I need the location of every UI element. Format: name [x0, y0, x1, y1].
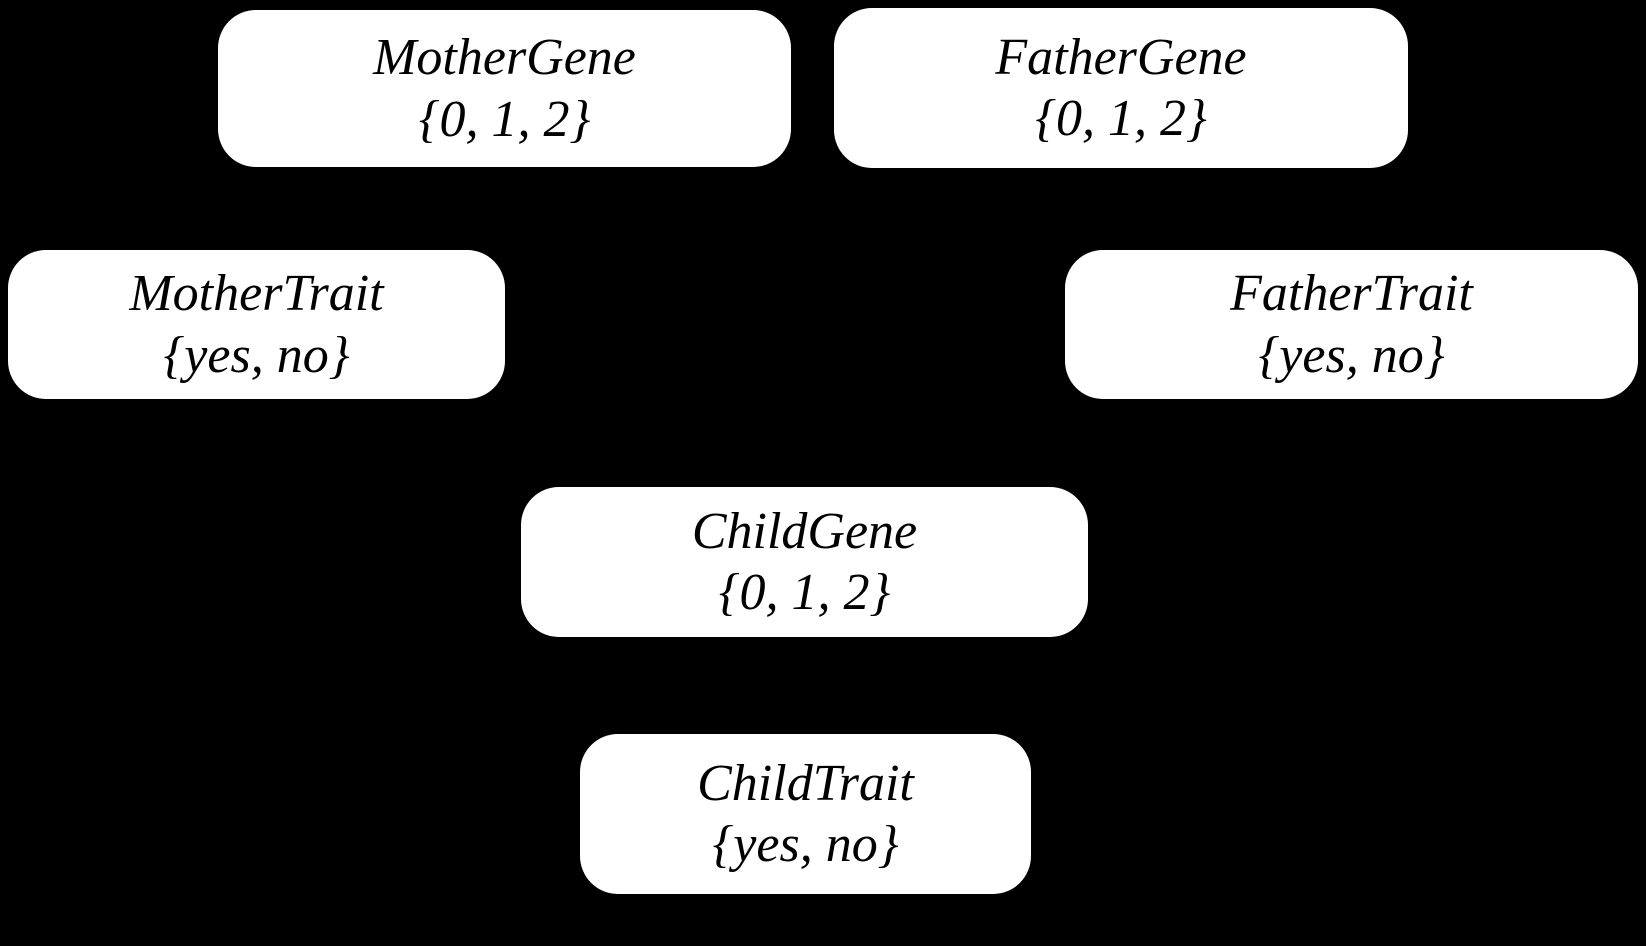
node-father-trait-domain: {yes, no} — [1258, 326, 1445, 384]
node-child-trait-domain: {yes, no} — [712, 816, 899, 873]
node-child-trait-label: ChildTrait — [697, 754, 914, 812]
node-child-gene-domain: {0, 1, 2} — [718, 564, 891, 621]
node-father-gene-domain: {0, 1, 2} — [1035, 90, 1207, 147]
node-mother-trait-domain: {yes, no} — [163, 326, 350, 384]
node-father-trait[interactable]: FatherTrait {yes, no} — [1065, 250, 1638, 399]
node-mother-gene-label: MotherGene — [373, 29, 636, 87]
node-father-gene[interactable]: FatherGene {0, 1, 2} — [834, 8, 1408, 168]
node-mother-trait[interactable]: MotherTrait {yes, no} — [8, 250, 505, 399]
node-child-gene-label: ChildGene — [691, 502, 918, 560]
node-mother-trait-label: MotherTrait — [129, 265, 384, 323]
node-child-gene[interactable]: ChildGene {0, 1, 2} — [521, 487, 1088, 637]
node-father-gene-label: FatherGene — [995, 28, 1247, 86]
node-child-trait[interactable]: ChildTrait {yes, no} — [580, 734, 1031, 894]
node-father-trait-label: FatherTrait — [1230, 265, 1473, 323]
node-mother-gene[interactable]: MotherGene {0, 1, 2} — [218, 10, 791, 167]
node-mother-gene-domain: {0, 1, 2} — [418, 90, 591, 148]
